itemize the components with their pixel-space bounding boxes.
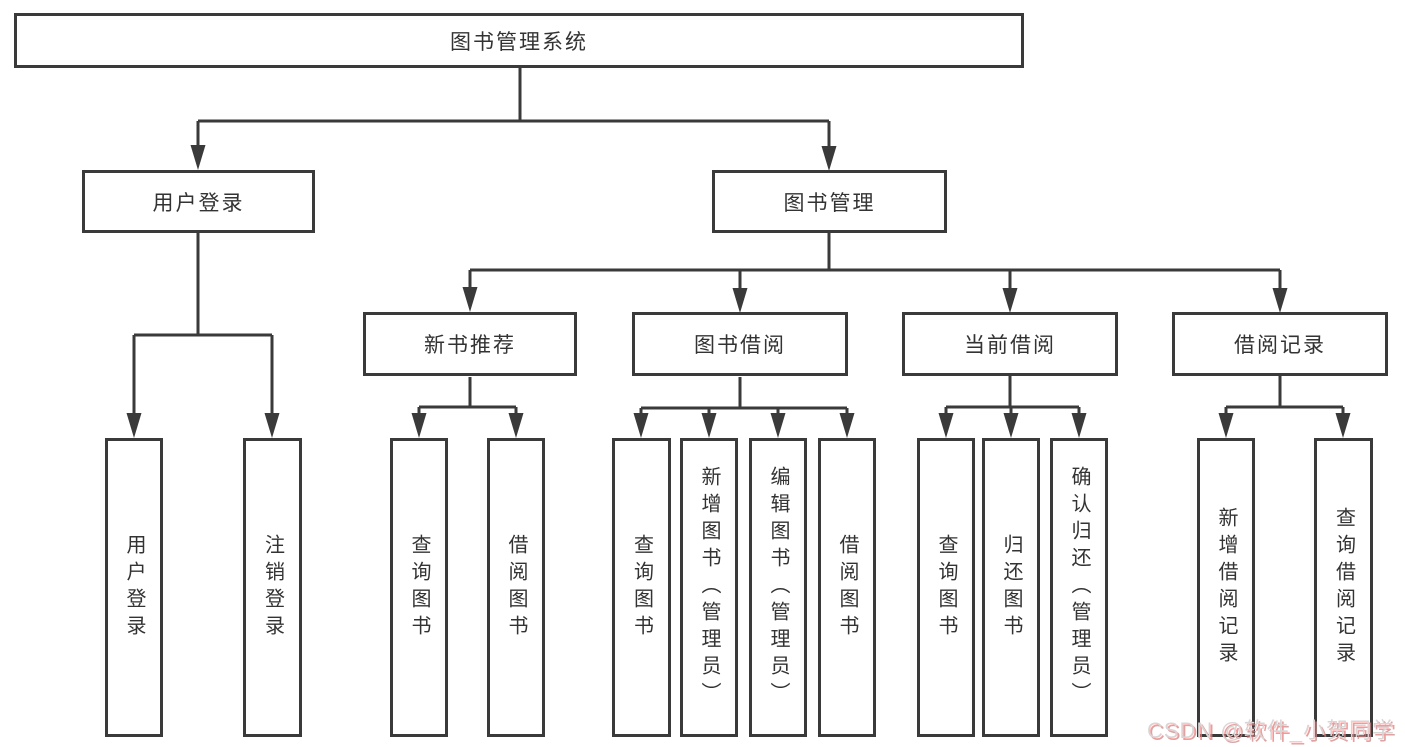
leaf-query-books-current: 查询图书 [917, 438, 975, 737]
node-user-login-label: 用户登录 [152, 191, 245, 215]
leaf-query-books-borrowing: 查询图书 [612, 438, 671, 737]
leaf-query-books-recommend: 查询图书 [390, 438, 448, 737]
leaf-edit-books-admin-label: 编辑图书（管理员） [767, 466, 789, 709]
node-root-system: 图书管理系统 [14, 13, 1024, 68]
leaf-edit-books-admin: 编辑图书（管理员） [749, 438, 807, 737]
leaf-logout: 注销登录 [243, 438, 302, 737]
leaf-borrow-books-label: 借阅图书 [836, 533, 858, 642]
leaf-query-borrow-record-label: 查询借阅记录 [1332, 506, 1355, 669]
node-book-borrowing: 图书借阅 [632, 312, 848, 376]
leaf-query-borrow-record: 查询借阅记录 [1314, 438, 1373, 737]
node-current-borrowing-label: 当前借阅 [964, 334, 1056, 357]
leaf-user-login-label: 用户登录 [123, 533, 145, 642]
leaf-add-books-admin-label: 新增图书（管理员） [698, 466, 720, 709]
leaf-confirm-return-admin: 确认归还（管理员） [1050, 438, 1108, 737]
leaf-query-books-recommend-label: 查询图书 [408, 533, 430, 642]
leaf-confirm-return-admin-label: 确认归还（管理员） [1068, 466, 1090, 709]
leaf-add-books-admin: 新增图书（管理员） [680, 438, 738, 737]
node-book-management-label: 图书管理 [783, 191, 876, 215]
leaf-logout-label: 注销登录 [261, 533, 284, 642]
leaf-query-books-current-label: 查询图书 [935, 533, 957, 642]
leaf-add-borrow-record: 新增借阅记录 [1197, 438, 1255, 737]
leaf-user-login: 用户登录 [105, 438, 163, 737]
leaf-borrow-books-recommend-label: 借阅图书 [505, 533, 527, 642]
node-new-book-recommend: 新书推荐 [363, 312, 577, 376]
leaf-return-books-label: 归还图书 [1000, 533, 1022, 642]
leaf-borrow-books: 借阅图书 [818, 438, 876, 737]
node-book-management: 图书管理 [712, 170, 947, 233]
leaf-return-books: 归还图书 [982, 438, 1040, 737]
node-current-borrowing: 当前借阅 [902, 312, 1118, 376]
node-borrowing-records-label: 借阅记录 [1234, 334, 1326, 357]
node-user-login: 用户登录 [82, 170, 315, 233]
node-book-borrowing-label: 图书借阅 [694, 334, 786, 357]
leaf-add-borrow-record-label: 新增借阅记录 [1215, 506, 1237, 669]
leaf-query-books-borrowing-label: 查询图书 [630, 533, 653, 642]
leaf-borrow-books-recommend: 借阅图书 [487, 438, 545, 737]
node-borrowing-records: 借阅记录 [1172, 312, 1388, 376]
node-root-label: 图书管理系统 [450, 30, 588, 54]
node-new-book-recommend-label: 新书推荐 [424, 334, 516, 357]
csdn-watermark: CSDN @软件_小贺同学 [1146, 718, 1395, 743]
